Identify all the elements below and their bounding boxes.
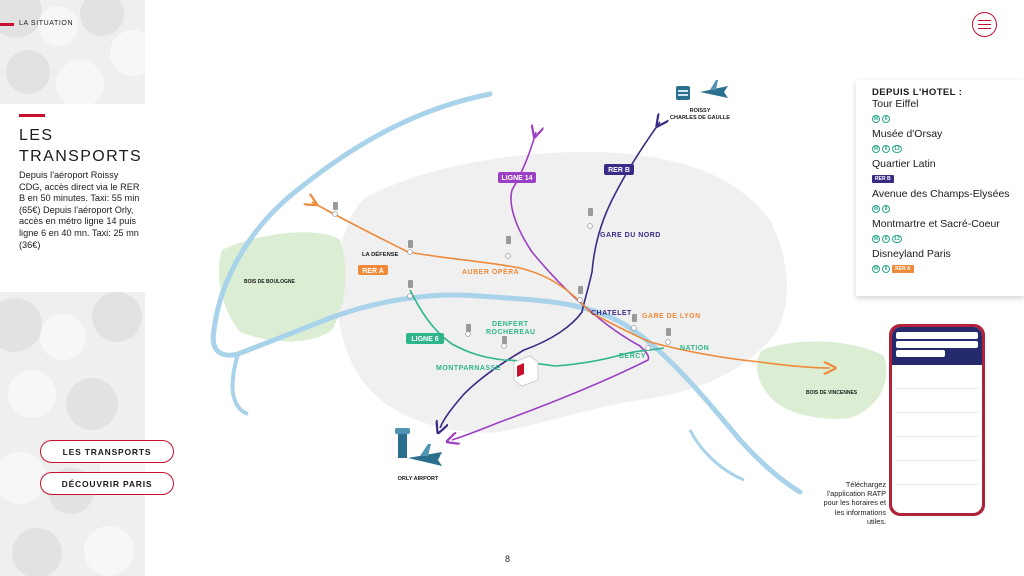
phone-app-header	[892, 327, 982, 365]
svg-text:RER A: RER A	[362, 268, 384, 275]
station-pin	[501, 343, 507, 349]
phone-route-row	[896, 461, 978, 485]
place-label-bois-boulogne: BOIS DE BOULOGNE	[244, 279, 296, 285]
intro-text: Depuis l'aéroport Roissy CDG, accès dire…	[19, 170, 140, 250]
intro-panel	[0, 104, 145, 292]
destination-name: Montmartre et Sacré-Coeur	[872, 218, 1000, 230]
station-label-montparnasse: MONTPARNASSE	[436, 365, 501, 372]
metro-badge: M	[872, 114, 881, 123]
station-pin	[645, 345, 651, 351]
line-badge: 12	[892, 144, 902, 153]
phone-screen	[892, 327, 982, 513]
station-label-gare-de-lyon: GARE DE LYON	[642, 313, 701, 320]
rer-b-tag: RER B	[604, 164, 634, 175]
ratp-app-phone-mockup	[889, 324, 985, 516]
page-number: 8	[505, 554, 511, 564]
destination-item: Disneyland Paris M 6 RER A	[872, 248, 1024, 273]
station-label-gare-du-nord: GARE DU NORD	[600, 232, 661, 239]
metro-badge: M	[872, 234, 881, 243]
station-pin	[665, 339, 671, 345]
phone-route-row	[896, 365, 978, 389]
station-label-bercy: BERCY	[619, 353, 646, 360]
station-label-denfert-1: DENFERT	[492, 321, 529, 328]
bois-de-vincennes-area	[757, 341, 887, 419]
line-badge: 6	[882, 114, 891, 123]
place-label-roissy-2: CHARLES DE GAULLE	[670, 115, 730, 121]
station-label-nation: NATION	[680, 345, 709, 352]
bois-de-boulogne-area	[218, 232, 346, 342]
destination-name: Musée d'Orsay	[872, 128, 943, 140]
page-title-line1: LES	[19, 127, 54, 144]
line-badge: 6	[882, 264, 891, 273]
ligne-6-tag: LIGNE 6	[406, 333, 444, 344]
page-title-line2: TRANSPORTS	[19, 148, 143, 165]
menu-button[interactable]	[972, 12, 997, 37]
station-label-denfert-2: ROCHEREAU	[486, 329, 536, 336]
metro-badge: M	[872, 204, 881, 213]
destination-name: Avenue des Champs-Elysées	[872, 188, 1010, 200]
line-badge: 12	[892, 234, 902, 243]
metro-badge: M	[872, 264, 881, 273]
rer-a-badge: RER A	[892, 264, 914, 273]
line-badge: 6	[882, 204, 891, 213]
hotel-marker-icon	[513, 355, 539, 387]
menu-icon	[978, 19, 991, 22]
title-accent-bar	[19, 114, 45, 117]
roissy-airport-icon	[676, 80, 728, 100]
metro-badge: M	[872, 144, 881, 153]
rer-b-badge: RER B	[872, 174, 894, 183]
phone-route-row	[896, 413, 978, 437]
station-pin	[577, 297, 583, 303]
destination-name: Tour Eiffel	[872, 98, 919, 110]
destination-item: Avenue des Champs-Elysées M 6	[872, 188, 1024, 213]
station-pin	[407, 249, 413, 255]
section-label: LA SITUATION	[19, 20, 74, 27]
app-download-text: Téléchargez l'application RATP pour les …	[823, 480, 886, 526]
ligne-14-tag: LIGNE 14	[498, 172, 536, 183]
station-pin	[631, 325, 637, 331]
place-label-orly: ORLY AIRPORT	[398, 476, 439, 482]
line-badge: 6	[882, 234, 891, 243]
hotel-destinations-panel: DEPUIS L'HOTEL : Tour Eiffel M 6 Musée d…	[856, 80, 1024, 296]
orly-airport-icon	[395, 428, 442, 466]
destination-item: Tour Eiffel M 6	[872, 98, 1024, 123]
svg-text:LIGNE 6: LIGNE 6	[411, 336, 438, 343]
phone-route-row	[896, 437, 978, 461]
svg-text:LIGNE 14: LIGNE 14	[501, 175, 532, 182]
decorative-pattern-top	[0, 0, 145, 104]
station-pin	[587, 223, 593, 229]
destination-name: Disneyland Paris	[872, 248, 951, 260]
section-accent-bar	[0, 23, 14, 26]
place-label-bois-vincennes: BOIS DE VINCENNES	[806, 390, 858, 396]
station-pin	[505, 253, 511, 259]
destination-item: Quartier Latin RER B	[872, 158, 1024, 183]
hotel-heading: DEPUIS L'HOTEL :	[872, 87, 963, 98]
paris-city-area	[336, 151, 787, 433]
station-pin	[332, 211, 338, 217]
line-badge: 6	[882, 144, 891, 153]
station-label-la-defense: LA DÉFENSE	[362, 250, 399, 258]
station-label-auber-opera: AUBER OPÉRA	[462, 267, 519, 276]
svg-text:RER B: RER B	[608, 167, 630, 174]
page-title: LES TRANSPORTS	[19, 125, 142, 167]
destination-item: Montmartre et Sacré-Coeur M 6 12	[872, 218, 1024, 243]
station-pin	[465, 331, 471, 337]
station-label-chatelet: CHATELET	[591, 310, 632, 317]
station-pin	[407, 293, 413, 299]
les-transports-button[interactable]: LES TRANSPORTS	[40, 440, 174, 463]
phone-route-row	[896, 389, 978, 413]
destination-name: Quartier Latin	[872, 158, 936, 170]
rer-a-tag: RER A	[358, 265, 388, 275]
place-label-roissy-1: ROISSY	[690, 108, 711, 114]
destination-item: Musée d'Orsay M 6 12	[872, 128, 1024, 153]
decouvrir-paris-button[interactable]: DÉCOUVRIR PARIS	[40, 472, 174, 495]
